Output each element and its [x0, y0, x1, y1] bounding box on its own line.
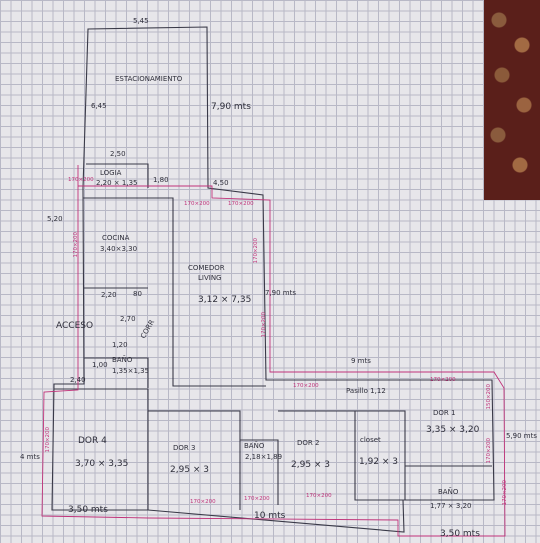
logia-width-label: 2,50 [110, 150, 126, 158]
bano1-wall [84, 357, 149, 388]
marker-note-5: 170×200 [253, 237, 260, 264]
logia-wall [86, 163, 149, 188]
marker-note-13: 150×200 [486, 383, 493, 410]
bano3-label: BAÑO [438, 488, 459, 496]
right-height-label: 7,90 mts [211, 102, 251, 112]
bano1-label: BAÑO [112, 356, 133, 364]
pasillo-label: Pasillo 1,12 [346, 387, 386, 395]
acceso-label: ACCESO [56, 321, 94, 331]
right-9-label: 9 mts [351, 357, 371, 365]
v100-label: 1,00 [92, 361, 108, 369]
marker-note-3: 170×200 [228, 201, 254, 207]
marker-note-4: 170×200 [73, 231, 80, 258]
bano3-size-label: 1,77 × 3,20 [430, 502, 472, 510]
marker-note-9: 170×200 [45, 426, 52, 453]
dor4-label: DOR 4 [78, 436, 107, 446]
closet-size-label: 1,92 × 3 [359, 457, 399, 467]
marker-note-2: 170×200 [184, 201, 210, 207]
dor4-wall [54, 388, 149, 510]
cocina-label: COCINA [102, 234, 130, 242]
bano2-wall [240, 439, 279, 505]
marker-note-1: 170×200 [68, 177, 94, 183]
right-790-label: 7,90 mts [265, 289, 297, 297]
right-590-label: 5,90 mts [506, 432, 538, 440]
w240-label: 2,40 [70, 376, 86, 384]
mid-450-label: 4,50 [213, 179, 229, 187]
marker-note-7: 170×200 [293, 383, 319, 389]
w80-label: 80 [133, 290, 142, 298]
dor2-size-label: 2,95 × 3 [291, 460, 331, 470]
w220-label: 2,20 [101, 291, 117, 299]
marker-note-11: 170×200 [244, 496, 270, 502]
comedor-size-label: 3,12 × 7,35 [198, 295, 252, 305]
closet-label: closet [360, 436, 381, 444]
v120-label: 1,20 [112, 341, 128, 349]
dor3-size-label: 2,95 × 3 [170, 465, 210, 475]
bottom-350-right-label: 3,50 mts [440, 529, 480, 539]
dor4-size-label: 3,70 × 3,35 [75, 459, 129, 469]
living-label: LIVING [198, 274, 222, 282]
dor3-wall [148, 410, 241, 510]
left-520-label: 5,20 [47, 215, 63, 223]
closet-wall [355, 410, 406, 500]
bano2-size-label: 2,18×1,89 [245, 453, 283, 461]
dor3-label: DOR 3 [173, 444, 196, 452]
comedor-label: COMEDOR [188, 264, 225, 272]
marker-outline [41, 165, 506, 537]
left-4-label: 4 mts [20, 453, 40, 461]
marker-note-10: 170×200 [190, 499, 216, 505]
kitchen-living-wall [83, 197, 266, 387]
marker-note-12: 170×200 [306, 493, 332, 499]
logia-label: LOGIA [100, 169, 122, 177]
marker-note-14: 170×200 [486, 437, 493, 464]
v270-label: 2,70 [120, 315, 136, 323]
marker-note-15: 170×200 [502, 479, 509, 506]
dor1-label: DOR 1 [433, 409, 456, 417]
cocina-size-label: 3,40×3,30 [100, 245, 138, 253]
bano2-label: BAÑO [244, 442, 265, 450]
estacionamiento-label: ESTACIONAMIENTO [115, 75, 183, 83]
logia-size-label: 2,20 × 1,35 [96, 179, 138, 187]
left-height-label: 6,45 [91, 102, 107, 110]
top-width-label: 5,45 [133, 17, 149, 25]
dor2-label: DOR 2 [297, 439, 320, 447]
dor2-wall [278, 410, 403, 501]
mid-180-label: 1,80 [153, 176, 169, 184]
marker-note-6: 170×200 [261, 311, 268, 338]
bottom-350-left-label: 3,50 mts [68, 505, 108, 515]
marker-note-8: 170×200 [430, 377, 456, 383]
bano1-size-label: 1,35×1,35 [112, 367, 150, 375]
dor1-size-label: 3,35 × 3,20 [426, 425, 480, 435]
bottom-10-label: 10 mts [254, 511, 286, 521]
fabric-background [484, 0, 540, 200]
